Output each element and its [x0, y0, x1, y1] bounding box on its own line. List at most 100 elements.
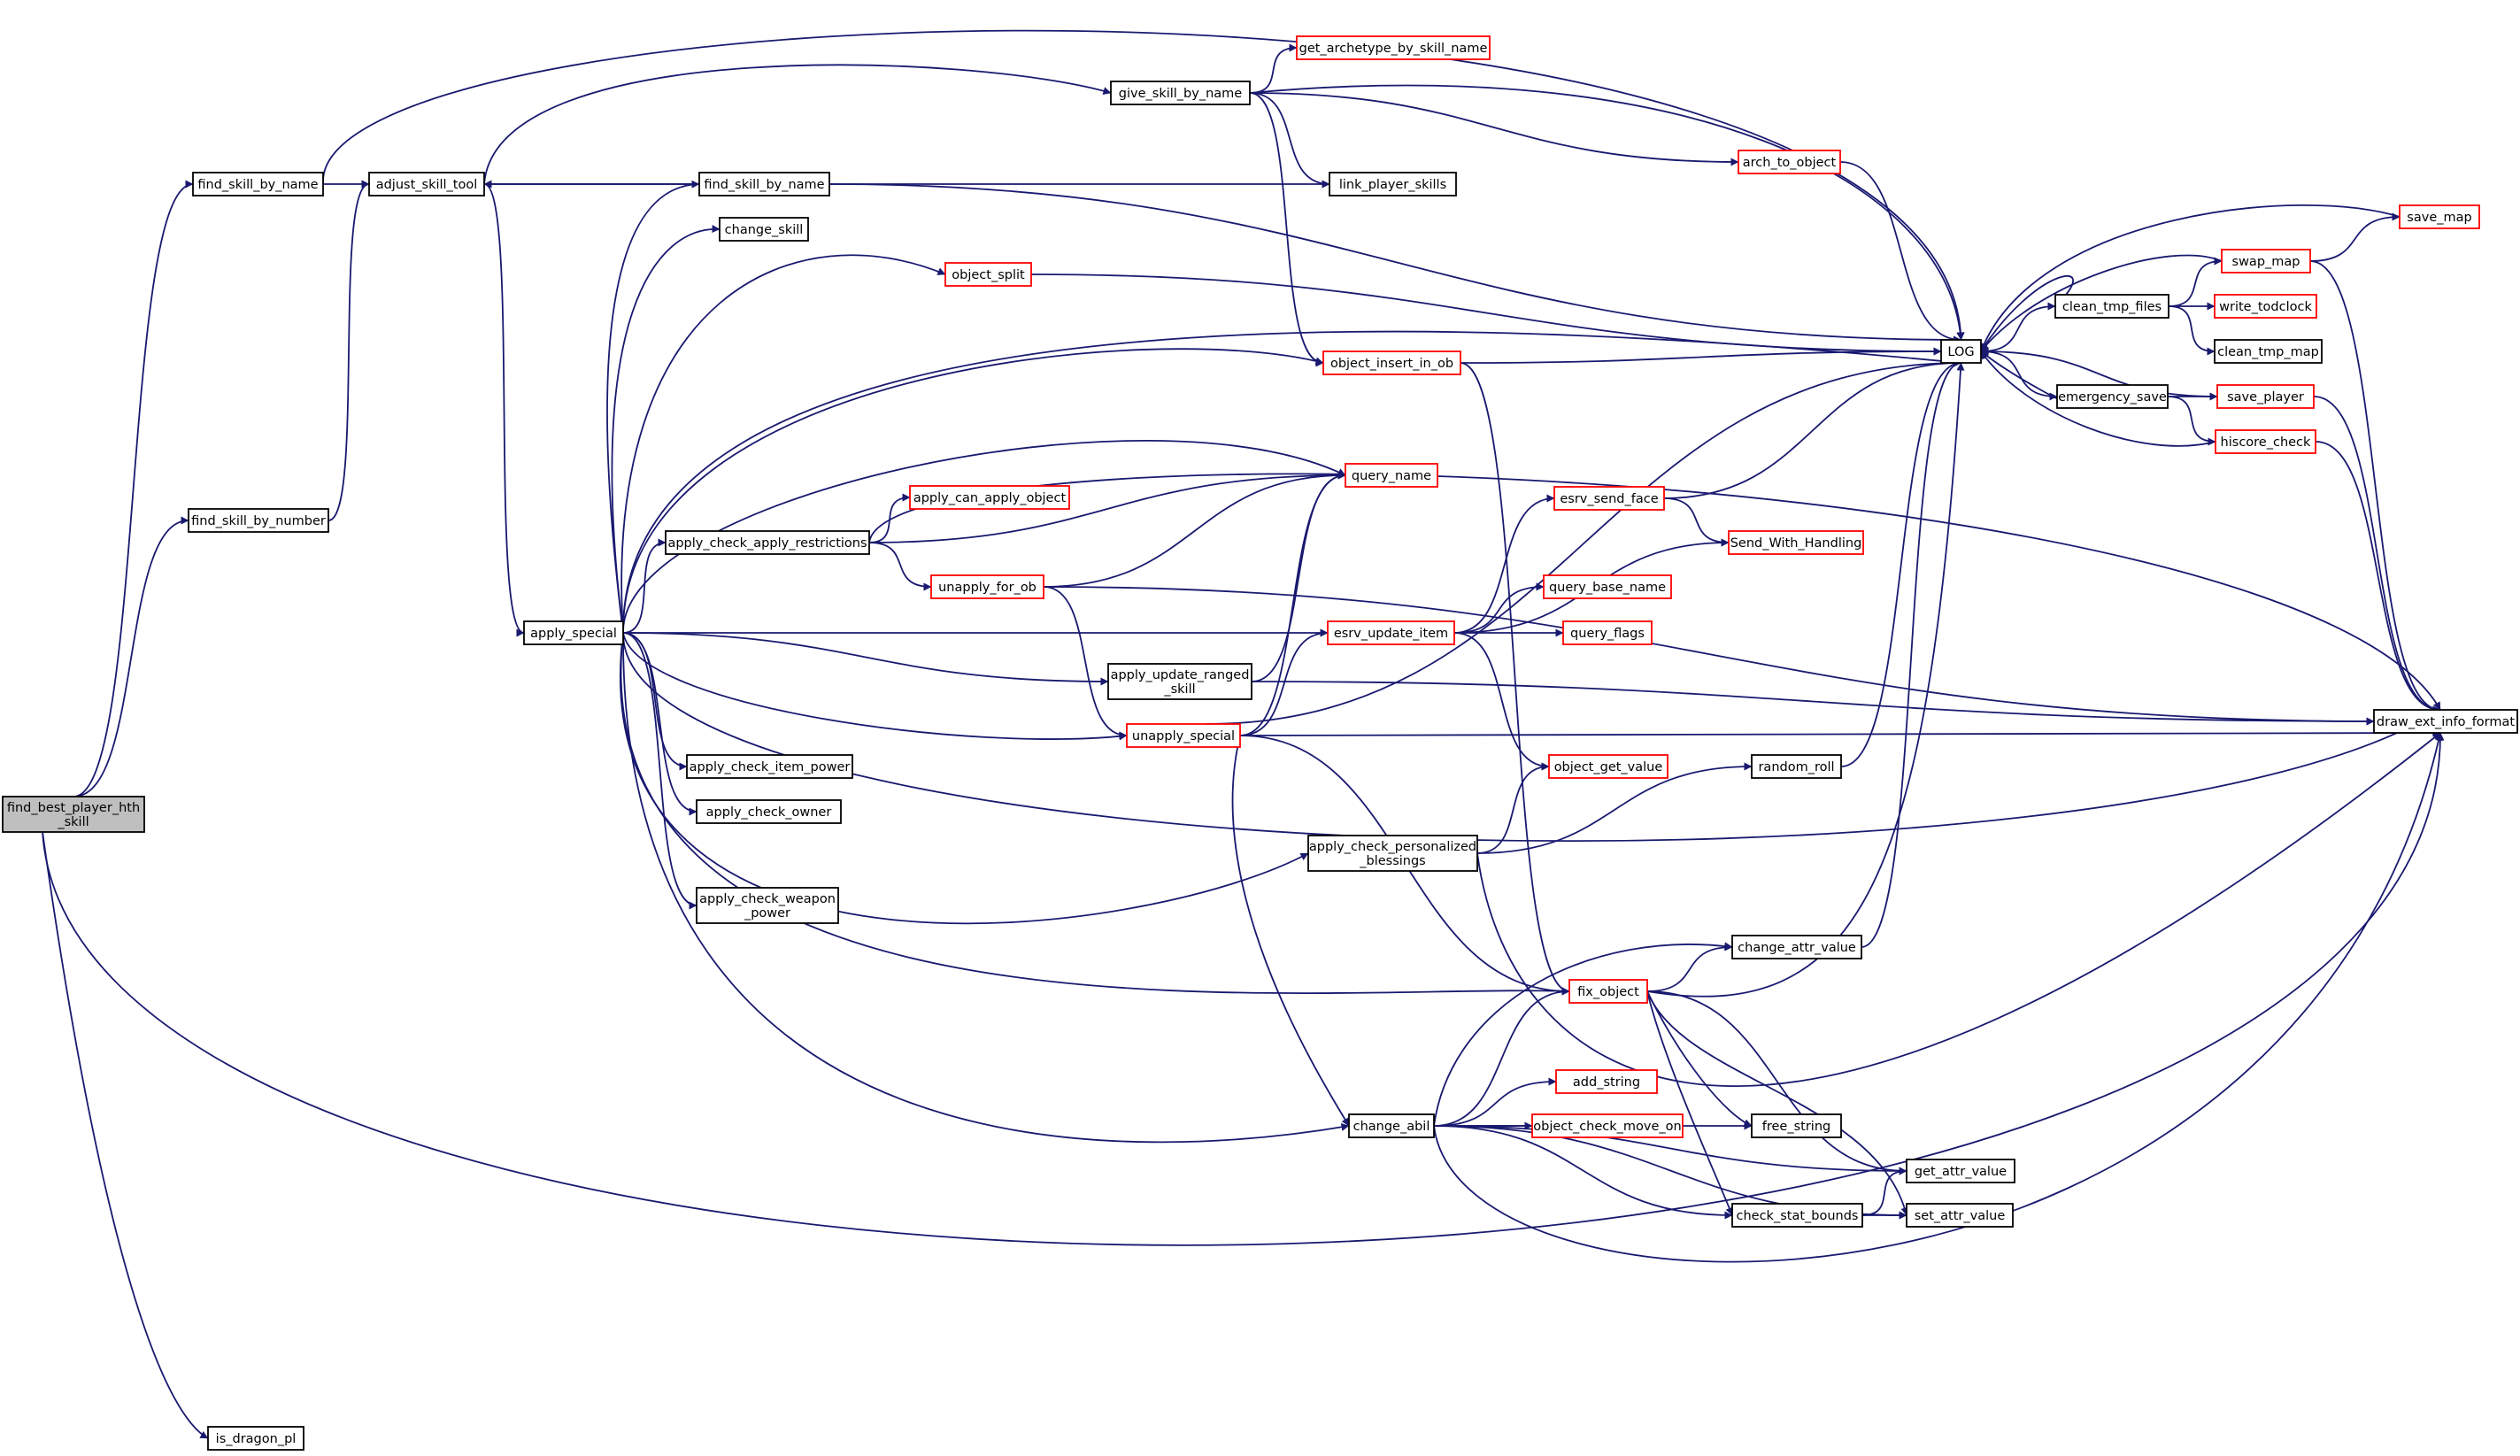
- node-box: [2216, 384, 2315, 409]
- node-object-check-move-on[interactable]: object_check_move_on: [1531, 1113, 1684, 1138]
- node-emergency-save[interactable]: emergency_save: [2056, 384, 2169, 409]
- node-apply-check-item-power[interactable]: apply_check_item_power: [686, 754, 853, 779]
- node-arch-to-object[interactable]: arch_to_object: [1738, 150, 1841, 174]
- edge-clean-tmp-files-to-swap-map: [2168, 257, 2223, 307]
- node-apply-update-ranged-skill[interactable]: apply_update_ranged_skill: [1107, 663, 1252, 700]
- node-apply-check-weapon-power[interactable]: apply_check_weapon_power: [696, 887, 839, 924]
- node-hiscore-check[interactable]: hiscore_check: [2215, 429, 2316, 454]
- node-log[interactable]: LOG: [1940, 339, 1982, 364]
- edge-give-skill-by-name-to-log: [1249, 84, 1965, 341]
- node-send-with-handling[interactable]: Send_With_Handling: [1728, 530, 1864, 555]
- node-label: object_check_move_on: [1533, 1120, 1681, 1134]
- node-find-skill-by-name-b[interactable]: find_skill_by_name: [698, 172, 830, 196]
- node-free-string[interactable]: free_string: [1751, 1113, 1842, 1138]
- node-label: unapply_for_ob: [938, 581, 1037, 595]
- node-label: apply_check_item_power: [690, 760, 851, 774]
- node-label: find_skill_by_number: [191, 514, 326, 528]
- node-box: [698, 172, 830, 196]
- node-box: [207, 1426, 304, 1451]
- node-is-dragon-pl[interactable]: is_dragon_pl: [207, 1426, 304, 1451]
- node-write-todclock[interactable]: write_todclock: [2214, 294, 2317, 319]
- node-box: [368, 172, 485, 196]
- node-label: fix_object: [1577, 985, 1639, 999]
- node-label: random_roll: [1758, 760, 1834, 774]
- node-apply-special[interactable]: apply_special: [523, 620, 624, 645]
- node-label: unapply_special: [1132, 729, 1235, 743]
- edge-esrv-update-item-to-query-base-name: [1453, 582, 1545, 634]
- node-random-roll[interactable]: random_roll: [1751, 754, 1842, 779]
- edge-change-abil-to-fix-object: [1433, 987, 1570, 1127]
- node-unapply-special[interactable]: unapply_special: [1126, 723, 1241, 748]
- node-label: object_split: [952, 268, 1025, 282]
- node-box: [2, 796, 145, 833]
- node-adjust-skill-tool[interactable]: adjust_skill_tool: [368, 172, 485, 196]
- node-clean-tmp-map[interactable]: clean_tmp_map: [2214, 339, 2323, 364]
- node-esrv-send-face[interactable]: esrv_send_face: [1553, 486, 1665, 511]
- node-find-skill-by-name-a[interactable]: find_skill_by_name: [192, 172, 324, 196]
- edge-give-skill-by-name-to-arch-to-object: [1249, 92, 1739, 166]
- node-apply-check-apply-restrictions[interactable]: apply_check_apply_restrictions: [665, 530, 870, 555]
- node-query-name[interactable]: query_name: [1345, 463, 1438, 488]
- node-link-player-skills[interactable]: link_player_skills: [1329, 172, 1457, 196]
- node-check-stat-bounds[interactable]: check_stat_bounds: [1731, 1203, 1863, 1228]
- edge-change-abil-to-change-attr-value: [1433, 942, 1733, 1127]
- node-label: _skill: [1163, 682, 1195, 697]
- node-box: [192, 172, 324, 196]
- node-clean-tmp-files[interactable]: clean_tmp_files: [2054, 294, 2169, 319]
- node-apply-can-apply-object[interactable]: apply_can_apply_object: [909, 485, 1070, 510]
- node-fix-object[interactable]: fix_object: [1568, 979, 1648, 1004]
- node-add-string[interactable]: add_string: [1555, 1069, 1658, 1094]
- node-apply-check-owner[interactable]: apply_check_owner: [696, 799, 842, 824]
- node-box: [1107, 663, 1252, 700]
- node-esrv-update-item[interactable]: esrv_update_item: [1327, 620, 1455, 645]
- node-label: save_player: [2227, 390, 2304, 404]
- node-get-archetype-by-skill-name[interactable]: get_archetype_by_skill_name: [1296, 35, 1491, 60]
- node-box: [1738, 150, 1841, 174]
- edge-apply-check-apply-restrictions-to-unapply-for-ob: [868, 542, 932, 591]
- edge-apply-special-to-object-split: [620, 254, 946, 634]
- node-box: [696, 887, 839, 924]
- edge-hiscore-check-to-draw-ext-info-format: [2315, 441, 2441, 714]
- node-draw-ext-info-format[interactable]: draw_ext_info_format: [2373, 709, 2518, 734]
- node-swap-map[interactable]: swap_map: [2221, 249, 2311, 273]
- edge-find-skill-by-name-b-to-log: [828, 183, 1961, 344]
- node-unapply-for-ob[interactable]: unapply_for_ob: [930, 574, 1044, 599]
- edge-apply-special-to-draw-ext-info-format: [622, 632, 2441, 842]
- node-box: [1126, 723, 1241, 748]
- node-label: object_insert_in_ob: [1330, 357, 1453, 371]
- node-find-best-player-hth-skill[interactable]: find_best_player_hth_skill: [2, 796, 145, 833]
- node-change-skill[interactable]: change_skill: [719, 217, 809, 242]
- node-label: apply_check_owner: [706, 805, 832, 820]
- edge-unapply-special-to-draw-ext-info-format: [1239, 728, 2441, 737]
- node-give-skill-by-name[interactable]: give_skill_by_name: [1110, 81, 1251, 105]
- node-query-base-name[interactable]: query_base_name: [1543, 574, 1672, 599]
- node-label: apply_special: [530, 627, 617, 641]
- node-object-insert-in-ob[interactable]: object_insert_in_ob: [1322, 351, 1461, 375]
- edge-change-abil-to-check-stat-bounds: [1433, 1125, 1733, 1220]
- node-label: _blessings: [1359, 854, 1426, 868]
- node-object-get-value[interactable]: object_get_value: [1548, 754, 1668, 779]
- node-label: is_dragon_pl: [216, 1432, 297, 1446]
- node-change-attr-value[interactable]: change_attr_value: [1731, 935, 1862, 959]
- node-change-abil[interactable]: change_abil: [1348, 1113, 1435, 1138]
- edge-layer: [42, 29, 2445, 1439]
- edge-apply-special-to-apply-check-owner: [622, 632, 697, 816]
- node-label: write_todclock: [2219, 300, 2312, 314]
- node-save-map[interactable]: save_map: [2399, 204, 2480, 229]
- node-find-skill-by-number[interactable]: find_skill_by_number: [188, 508, 329, 533]
- node-box: [1110, 81, 1251, 105]
- node-save-player[interactable]: save_player: [2216, 384, 2315, 409]
- edge-apply-special-to-unapply-special: [622, 632, 1128, 741]
- node-set-attr-value[interactable]: set_attr_value: [1906, 1203, 2014, 1228]
- edge-esrv-send-face-to-log: [1663, 358, 1961, 499]
- node-label: save_map: [2407, 211, 2471, 225]
- node-box: [2214, 294, 2317, 319]
- node-object-split[interactable]: object_split: [944, 262, 1032, 287]
- edge-fix-object-to-get-attr-value: [1646, 990, 1907, 1175]
- node-query-flags[interactable]: query_flags: [1562, 620, 1653, 645]
- node-get-attr-value[interactable]: get_attr_value: [1906, 1159, 2015, 1183]
- node-box: [944, 262, 1032, 287]
- edge-swap-map-to-log: [1980, 254, 2223, 352]
- node-apply-check-personalized-blessings[interactable]: apply_check_personalized_blessings: [1307, 835, 1478, 872]
- node-label: find_best_player_hth: [7, 801, 140, 815]
